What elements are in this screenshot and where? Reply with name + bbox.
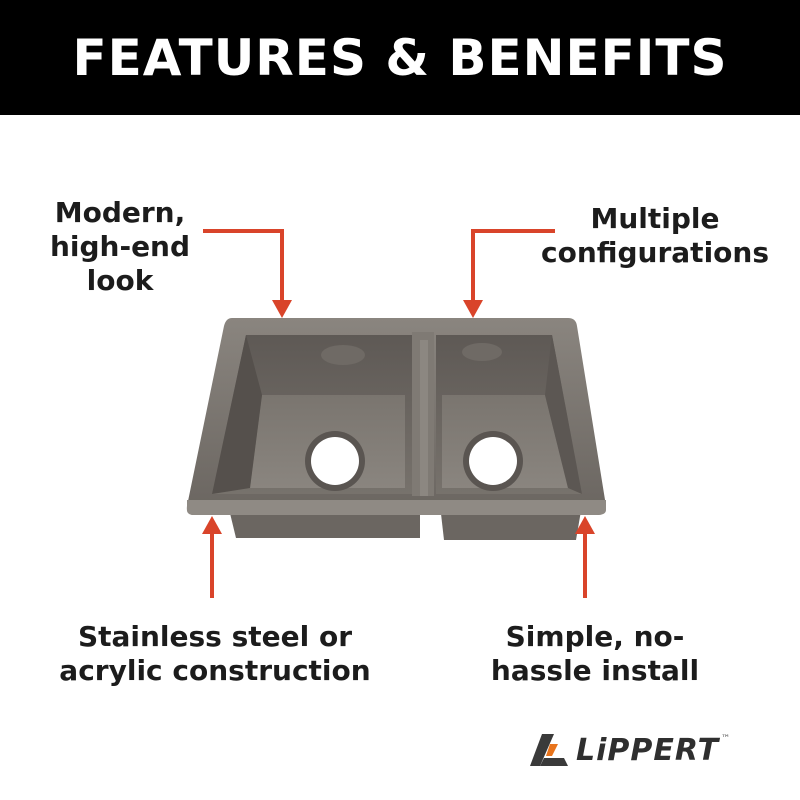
callout-line: Multiple: [590, 202, 720, 235]
callout-line: hassle install: [490, 654, 700, 687]
callout-multiple-configurations: Multiple configurations: [530, 202, 780, 270]
page-title: FEATURES & BENEFITS: [72, 28, 728, 87]
lippert-logo-mark-icon: [530, 734, 568, 766]
callout-line: acrylic construction: [59, 654, 371, 687]
callout-line: Modern,: [54, 196, 186, 229]
brand-name: LiPPERT: [576, 732, 720, 768]
callout-modern-look: Modern, high-end look: [30, 196, 210, 298]
callout-simple-install: Simple, no- hassle install: [470, 620, 720, 688]
lippert-logo: LiPPERT ™: [528, 728, 773, 772]
callout-line: configurations: [540, 236, 770, 269]
callout-line: high-end: [49, 230, 191, 263]
header-banner: FEATURES & BENEFITS: [0, 0, 800, 115]
callout-line: Stainless steel or: [77, 620, 353, 653]
callout-construction: Stainless steel or acrylic construction: [50, 620, 380, 688]
trademark-symbol: ™: [721, 734, 731, 744]
callout-line: Simple, no-: [505, 620, 685, 653]
callout-line: look: [86, 264, 154, 297]
